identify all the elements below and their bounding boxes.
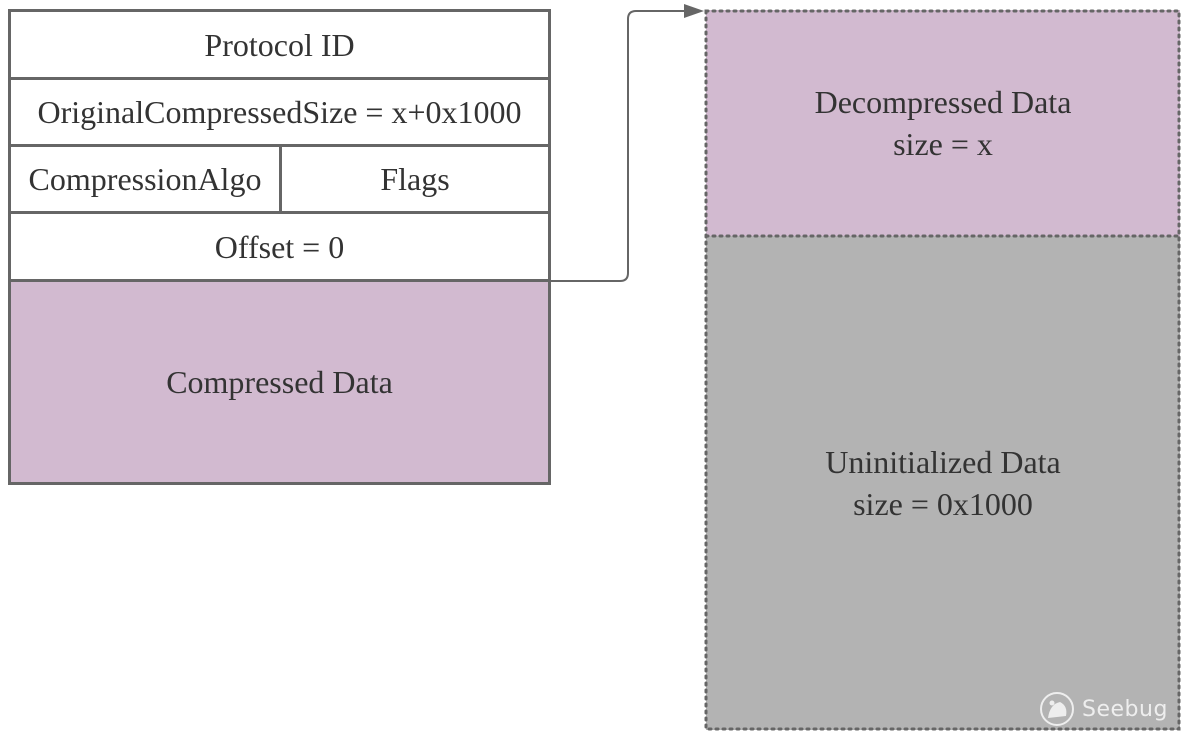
uninitialized-data-title: Uninitialized Data (825, 444, 1061, 480)
uninitialized-data-size: size = 0x1000 (853, 486, 1033, 522)
decompressed-data-title: Decompressed Data (814, 84, 1072, 120)
decompressed-data-block: Decompressed Data size = x (706, 10, 1180, 236)
protocol-id-field: Protocol ID (8, 9, 551, 80)
offset-label: Offset = 0 (214, 228, 345, 265)
seebug-logo-icon (1040, 692, 1074, 726)
flags-label: Flags (380, 161, 450, 197)
flags-field: Flags (279, 144, 551, 214)
watermark: Seebug (1038, 688, 1168, 730)
decompressed-data-size: size = x (893, 126, 993, 162)
compression-algo-field: CompressionAlgo (8, 144, 282, 214)
connector-line (551, 10, 686, 282)
compressed-data-label: Compressed Data (166, 364, 393, 400)
compression-algo-label: CompressionAlgo (28, 161, 262, 197)
offset-field: Offset = 0 (8, 211, 551, 282)
watermark-text: Seebug (1082, 696, 1168, 722)
compressed-data-block: Compressed Data (8, 279, 551, 485)
uninitialized-data-block: Uninitialized Data size = 0x1000 (706, 236, 1180, 730)
buffer-dotted-border (704, 9, 1181, 731)
original-compressed-size-label: OriginalCompressedSize = x+0x1000 (37, 94, 522, 130)
arrow-head-icon (684, 4, 704, 18)
protocol-id-label: Protocol ID (204, 26, 355, 63)
